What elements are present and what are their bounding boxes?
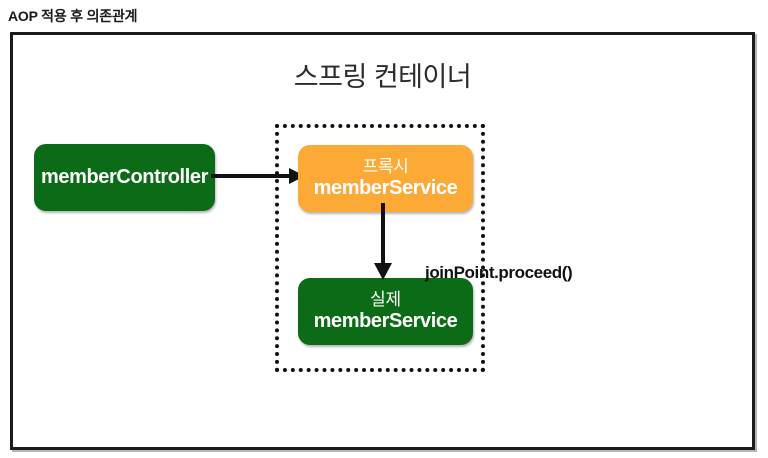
figure-caption: AOP 적용 후 의존관계 bbox=[8, 8, 138, 24]
node-proxy-member-service: 프록시 memberService bbox=[298, 145, 473, 212]
node-proxy-member-service-label-en: memberService bbox=[313, 176, 458, 199]
proxy-region-boundary: 프록시 memberService 실제 memberService bbox=[275, 124, 485, 372]
node-real-member-service: 실제 memberService bbox=[298, 278, 473, 345]
arrow-proxy-to-real bbox=[371, 203, 395, 281]
node-real-member-service-label-en: memberService bbox=[313, 309, 458, 332]
diagram-frame: 스프링 컨테이너 memberController 프록시 memberServ… bbox=[10, 32, 755, 450]
node-member-controller-label: memberController bbox=[41, 165, 208, 188]
joinpoint-proceed-label: joinPoint.proceed() bbox=[425, 263, 573, 282]
node-real-member-service-label-ko: 실제 bbox=[370, 289, 401, 309]
node-proxy-member-service-label-ko: 프록시 bbox=[362, 156, 409, 176]
spring-container-heading: 스프링 컨테이너 bbox=[293, 62, 472, 92]
node-member-controller: memberController bbox=[34, 144, 215, 211]
